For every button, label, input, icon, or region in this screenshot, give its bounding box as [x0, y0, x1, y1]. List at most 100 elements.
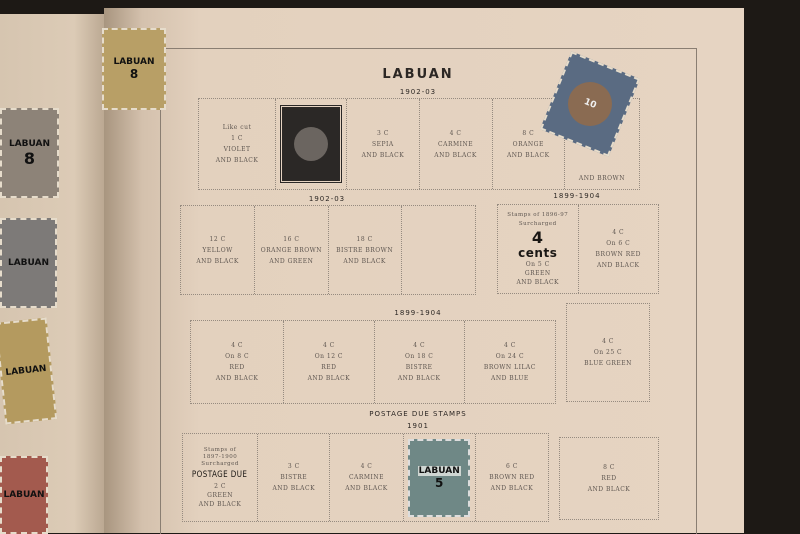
label-text: ORANGE: [512, 140, 544, 148]
label-text: On 5 C: [525, 261, 550, 268]
label-text: 6 C: [506, 463, 518, 470]
label-text: AND BLACK: [343, 257, 386, 265]
value: 5: [435, 475, 444, 490]
label-text: Surcharged: [201, 460, 239, 467]
label-text: AND BLACK: [434, 151, 477, 159]
label-text: AND BLACK: [361, 151, 405, 159]
label-text: AND BLACK: [272, 485, 316, 492]
stamp-left-4: LABUAN: [0, 456, 48, 534]
label-text: VIOLET: [223, 146, 251, 153]
label-text: 4 C: [449, 129, 462, 137]
stamp-left-2: LABUAN: [0, 218, 57, 308]
stamp-space: 4 C On 6 C BROWN RED AND BLACK: [579, 205, 659, 293]
label-text: 3 C: [376, 129, 389, 137]
label-text: ORANGE BROWN: [260, 246, 323, 254]
label-text: AND BLACK: [345, 485, 388, 492]
label-text: GREEN: [207, 491, 233, 499]
label-text: AND BROWN: [578, 175, 625, 182]
label-text: AND BLACK: [596, 262, 640, 269]
stamp-space: 8 C ORANGE AND BLACK: [493, 99, 565, 189]
label-text: CARMINE: [438, 140, 474, 148]
stamp-space: 16 C ORANGE BROWN AND GREEN: [255, 206, 329, 294]
label-text: GREEN: [524, 270, 551, 277]
label-text: RED: [229, 364, 245, 371]
label-text: 8 C: [603, 464, 615, 471]
label-text: 4 C: [231, 342, 244, 349]
label-text: 16 C: [283, 235, 300, 243]
page-title: LABUAN: [382, 67, 454, 82]
label-text: POSTAGE DUE: [192, 469, 248, 480]
stamp-space: 6 C BROWN RED AND BLACK: [476, 434, 548, 521]
label-text: AND BLACK: [506, 151, 550, 159]
label-text: Stamps of 1896-97: [507, 212, 569, 218]
label-text: 4 C: [413, 342, 426, 349]
label-text: 4 C: [503, 342, 516, 349]
label-text: 18 C: [356, 235, 373, 243]
label-text: On 12 C: [314, 353, 344, 360]
label-text: AND BLACK: [198, 500, 242, 508]
label-text: BROWN RED: [489, 474, 535, 481]
label-text: 2 C: [214, 482, 226, 490]
stamp-row-1899: 4 C On 8 C RED AND BLACK 4 C On 12 C RED AND B…: [190, 320, 556, 404]
label-text: On 8 C: [225, 353, 250, 360]
label-text: BISTRE: [280, 474, 308, 481]
label-text: AND GREEN: [269, 257, 314, 265]
label-text: RED: [601, 475, 617, 482]
label-text: Like cut: [222, 124, 252, 131]
label-text: BROWN LILAC: [483, 364, 536, 371]
stamp-space: 4 C On 8 C RED AND BLACK: [191, 321, 285, 403]
label-text: AND BLACK: [397, 375, 441, 382]
label-text: BROWN RED: [595, 251, 641, 258]
section-year: 1901: [407, 422, 429, 430]
label-text: 12 C: [209, 235, 226, 243]
label-text: AND BLACK: [490, 485, 534, 492]
section-year: 1902-03: [399, 88, 437, 96]
overprint: LABUAN: [8, 138, 51, 149]
section-year: 1899-1904: [553, 192, 601, 200]
label-text: AND BLACK: [196, 257, 239, 265]
label-text: 8 C: [522, 129, 535, 137]
label-text: AND BLUE: [490, 375, 529, 382]
stamp-space: AND BROWN: [565, 99, 639, 189]
stamp-space-extra: 4 C On 25 C BLUE GREEN: [566, 303, 650, 402]
label-text: BLUE GREEN: [584, 360, 632, 367]
label-text: AND BLACK: [215, 375, 259, 382]
label-text: BISTRE BROWN: [336, 246, 394, 254]
label-text: On 18 C: [404, 353, 434, 360]
value: 10: [561, 75, 619, 133]
stamp-space: 18 C BISTRE BROWN AND BLACK: [329, 206, 402, 294]
label-text: BISTRE: [405, 364, 433, 371]
label-text: 4: [531, 228, 544, 247]
overprint: LABUAN: [7, 258, 50, 268]
label-text: On 6 C: [606, 240, 631, 247]
label-text: RED: [321, 364, 337, 371]
label-text: Surcharged: [518, 221, 557, 227]
label-text: cents: [518, 246, 558, 260]
label-text: 4 C: [322, 342, 335, 349]
value: 8: [129, 67, 139, 81]
label-text: On 25 C: [593, 349, 623, 356]
label-text: 4 C: [612, 229, 625, 236]
section-year: 1902-03: [308, 195, 346, 203]
label-text: 4 C: [602, 338, 614, 345]
printed-cut-image: [276, 99, 348, 189]
overprint: LABUAN: [417, 465, 461, 476]
stamp-space: 4 C CARMINE AND BLACK: [420, 99, 493, 189]
